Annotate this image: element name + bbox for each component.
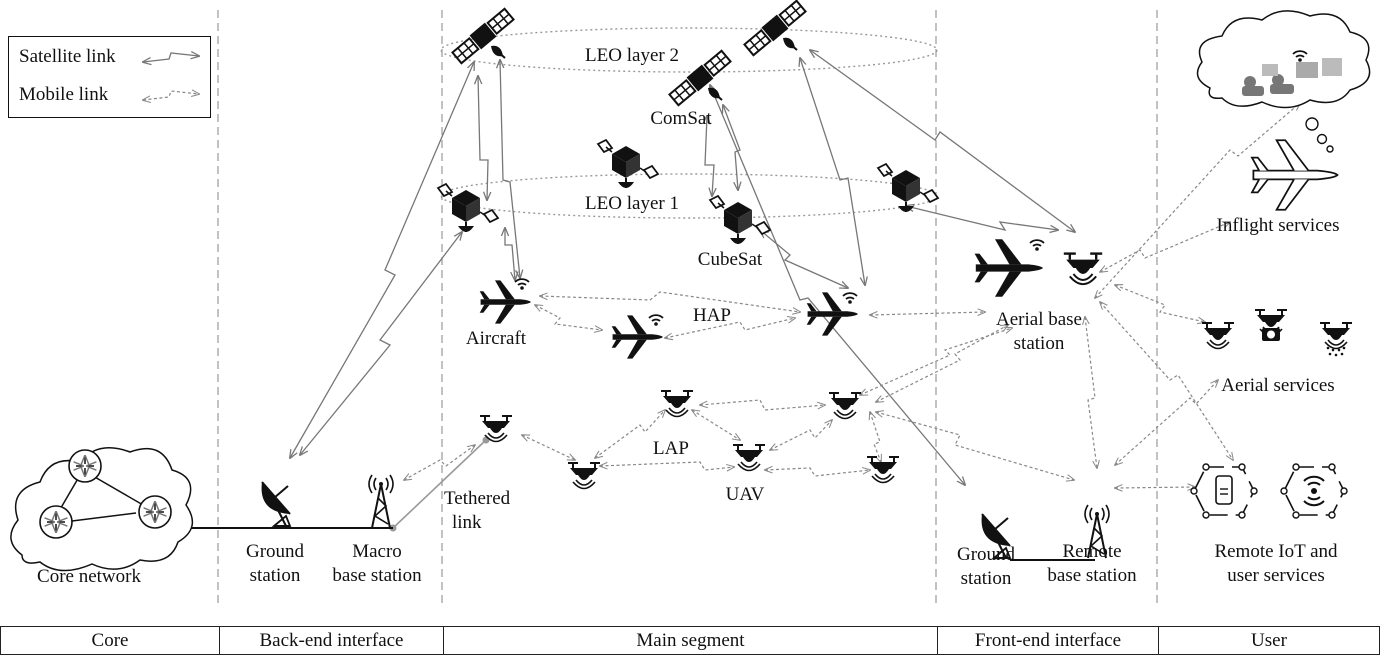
tethered-link-label-line1: Tethered	[444, 488, 511, 509]
aircraft-label: Aircraft	[465, 328, 527, 349]
cubesat-icon-top	[597, 139, 659, 189]
router-icon-right	[139, 496, 171, 528]
iot-signal-hexagon-icon	[1280, 463, 1348, 519]
leo-layer-1-label: LEO layer 1	[585, 193, 679, 214]
cubesat-icon	[709, 195, 771, 245]
hap-aircraft-icon-right	[806, 292, 858, 336]
iot-phone-hexagon-icon	[1190, 463, 1258, 519]
comsat-label: ComSat	[650, 108, 712, 129]
remote-iot-label-line2: user services	[1227, 565, 1325, 586]
lap-drone-icon-1	[660, 390, 694, 418]
legend-mobile-link-icon	[139, 88, 203, 106]
legend-mobile-link-label: Mobile link	[19, 84, 109, 105]
remote-base-station-label-line1: Remote	[1062, 541, 1122, 562]
macro-base-station-tower-icon	[368, 474, 394, 529]
remote-iot-label-line1: Remote IoT and	[1214, 541, 1338, 562]
ground-station-dish-icon-left	[260, 481, 291, 527]
aerial-base-station-plane-icon	[974, 239, 1045, 297]
lap-drone-icon-4	[866, 456, 900, 484]
aerial-service-camera-drone-icon	[1254, 309, 1288, 341]
segment-back-end-interface: Back-end interface	[219, 627, 443, 654]
aircraft-icon	[479, 278, 531, 324]
cubesat-label: CubeSat	[697, 249, 763, 270]
segment-user: User	[1158, 627, 1379, 654]
thought-bubble-3	[1326, 145, 1334, 153]
legend: Satellite link Mobile link	[8, 36, 211, 118]
segment-front-end-interface: Front-end interface	[937, 627, 1158, 654]
satellite-icon-leo2-left	[450, 6, 516, 66]
cubesat-icon-left	[437, 183, 499, 233]
core-network-label: Core network	[37, 566, 141, 587]
aerial-services-label: Aerial services	[1221, 375, 1335, 396]
uav-label: UAV	[725, 484, 765, 505]
remote-base-station-label-line2: base station	[1047, 565, 1137, 586]
lap-label: LAP	[653, 438, 689, 459]
inflight-services-cloud	[1196, 10, 1371, 109]
lap-drone-icon-2	[828, 392, 862, 420]
macro-base-station-label-line1: Macro	[352, 541, 402, 562]
ground-station-left-label-line1: Ground	[245, 541, 305, 562]
inflight-plane-outline-icon	[1250, 139, 1339, 211]
uav-drone-icon	[732, 444, 766, 472]
ground-station-right-label-line2: station	[960, 568, 1012, 589]
router-icon-top	[69, 450, 101, 482]
thought-bubble-2	[1316, 133, 1328, 145]
mobile-links	[404, 103, 1300, 488]
segment-main: Main segment	[443, 627, 937, 654]
lap-drone-icon-3	[567, 462, 601, 490]
segment-bar: Core Back-end interface Main segment Fro…	[0, 626, 1380, 655]
leo-layer-1-orbit	[440, 173, 938, 219]
thought-bubble-1	[1305, 117, 1319, 131]
ground-station-left-label-line2: station	[249, 565, 301, 586]
legend-satellite-link-icon	[139, 50, 203, 68]
leo-layer-2-label: LEO layer 2	[585, 45, 679, 66]
satellite-icon-leo2-right	[742, 0, 808, 58]
hap-aircraft-icon-left	[611, 314, 664, 359]
tethered-link-label-line2: link	[452, 512, 482, 533]
inflight-services-label: Inflight services	[1216, 215, 1340, 236]
core-network-cloud	[10, 447, 194, 572]
aerial-base-station-label-line1: Aerial base	[996, 309, 1082, 330]
cubesat-icon-right	[877, 163, 939, 213]
aerial-base-station-label-line2: station	[1013, 333, 1065, 354]
leo-layer-2-orbit	[440, 27, 938, 73]
ground-station-right-label-line1: Ground	[956, 544, 1016, 565]
legend-satellite-link-label: Satellite link	[19, 46, 116, 67]
segment-core: Core	[91, 630, 129, 651]
aerial-base-station-drone-icon	[1062, 252, 1104, 286]
hap-label: HAP	[692, 305, 732, 326]
router-icon-left	[40, 506, 72, 538]
aerial-service-drone-icon-1	[1201, 322, 1235, 350]
aerial-service-spray-drone-icon	[1319, 322, 1353, 357]
macro-base-station-label-line2: base station	[332, 565, 422, 586]
